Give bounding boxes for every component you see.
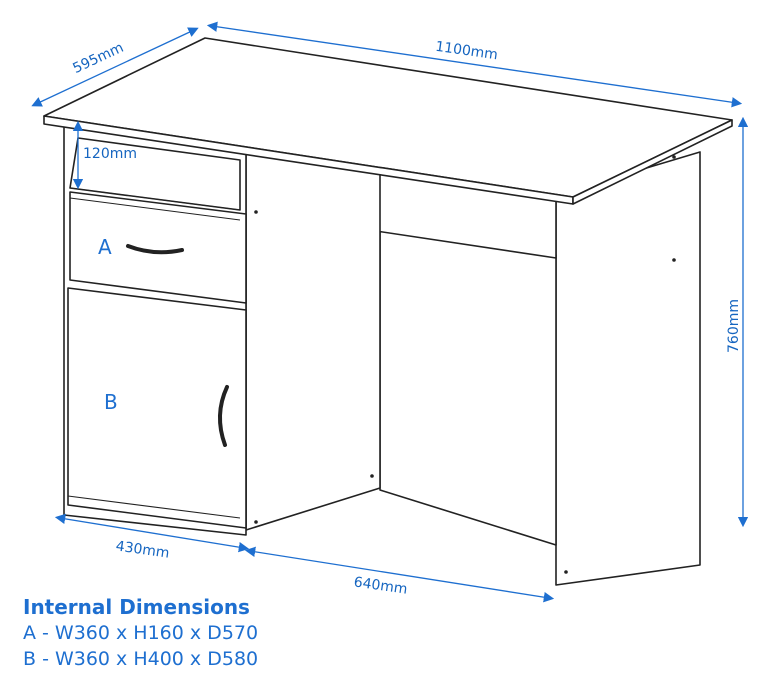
table-top-side: [572, 119, 733, 205]
pedestal-depth-label: 430mm: [115, 538, 171, 561]
drawer-handle: [126, 244, 184, 255]
screw-dot: [672, 155, 676, 159]
internal-row-b: B - W360 x H400 x D580: [23, 648, 259, 670]
pedestal-side: [245, 147, 381, 531]
door-handle: [218, 385, 229, 447]
part-a-label: A: [98, 235, 112, 259]
screw-dot: [370, 474, 374, 478]
shelf-gap-label: 120mm: [83, 146, 137, 162]
modesty-panel: [379, 224, 557, 546]
screw-dot: [672, 258, 676, 262]
height-label: 760mm: [726, 299, 742, 353]
screw-dot: [254, 520, 258, 524]
drawer-a: [69, 191, 247, 304]
screw-dot: [254, 210, 258, 214]
right-leg-panel: [555, 151, 701, 586]
width-dim-line: [206, 21, 743, 108]
dimension-lines: [31, 21, 749, 603]
internal-dimensions: Internal Dimensions A - W360 x H160 x D5…: [23, 594, 258, 672]
internal-heading: Internal Dimensions: [23, 595, 250, 619]
depth-dim-line: [31, 27, 199, 107]
internal-row-a: A - W360 x H160 x D570: [23, 622, 259, 644]
desk-body: [43, 37, 733, 586]
screw-dot: [564, 570, 568, 574]
kneehole-dim-line: [244, 546, 555, 603]
pedestal-depth-dim-line: [54, 513, 250, 553]
part-b-label: B: [104, 390, 118, 414]
kneehole-label: 640mm: [353, 574, 409, 597]
depth-label: 595mm: [70, 40, 126, 77]
